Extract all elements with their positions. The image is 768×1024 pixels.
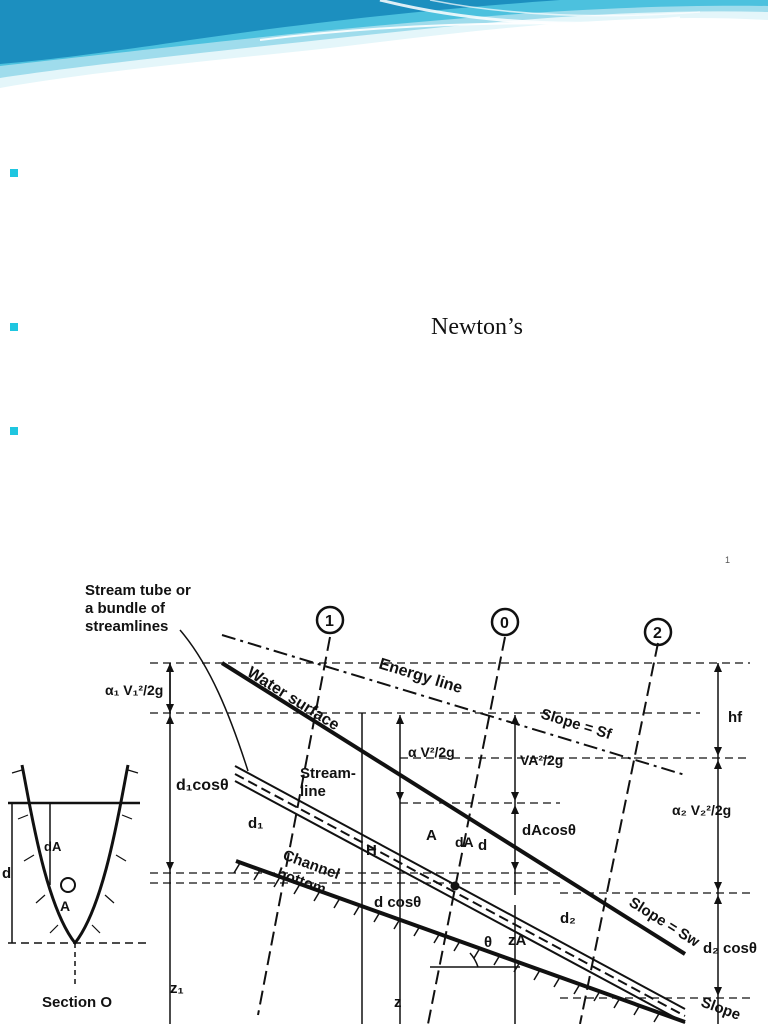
label-alpha-velocity-head: α V²/2g xyxy=(408,744,455,760)
label-alpha1-velocity-head: α₁ V₁²/2g xyxy=(105,682,163,698)
label-slope-sf: Slope = Sf xyxy=(539,706,615,744)
label-water-surface: Water surface xyxy=(244,664,342,734)
bullet-marker xyxy=(10,427,18,435)
label-alpha2-velocity-head: α₂ V₂²/2g xyxy=(672,802,731,818)
label-section-depth: d xyxy=(2,865,11,882)
label-streamline: Stream- xyxy=(300,765,356,782)
label-d2: d₂ xyxy=(560,910,576,927)
slide: Newton’s 1 xyxy=(0,0,768,565)
page-number: 1 xyxy=(725,555,731,565)
label-d: d xyxy=(478,837,487,854)
label-da: dA xyxy=(455,834,474,850)
bullet-text-fragment: Newton’s xyxy=(431,314,523,340)
label-d2-cos: d₂ cosθ xyxy=(703,940,757,957)
label-energy-line: Energy line xyxy=(377,656,465,698)
slide-header-wave xyxy=(0,0,768,88)
label-stream-tube: a bundle of xyxy=(85,600,166,617)
label-streamline: line xyxy=(300,783,326,800)
label-H: H xyxy=(366,842,377,859)
label-z: z xyxy=(394,994,402,1011)
label-d1-cos: d₁cosθ xyxy=(176,777,229,794)
label-A: A xyxy=(426,827,437,844)
label-d-cos: d cosθ xyxy=(374,894,421,911)
label-section-a: A xyxy=(60,898,70,914)
label-d1: d₁ xyxy=(248,815,263,832)
section-0-label: 0 xyxy=(500,615,509,632)
label-stream-tube: Stream tube or xyxy=(85,582,191,599)
bullet-marker xyxy=(10,323,18,331)
open-channel-energy-diagram: Stream tube or a bundle of streamlines 1… xyxy=(2,582,757,1024)
label-section-o: Section O xyxy=(42,994,112,1011)
section-2-label: 2 xyxy=(653,625,662,642)
bullet-marker xyxy=(10,169,18,177)
label-hf: hf xyxy=(728,709,743,726)
section-1-label: 1 xyxy=(325,613,334,630)
label-section-da: dA xyxy=(44,839,62,854)
label-va-velocity-head: VA²/2g xyxy=(520,752,563,768)
label-theta: θ xyxy=(484,934,492,951)
label-za: zA xyxy=(508,932,527,949)
label-z1: z₁ xyxy=(170,980,184,997)
label-da-cos: dAcosθ xyxy=(522,822,576,839)
label-stream-tube: streamlines xyxy=(85,618,168,635)
